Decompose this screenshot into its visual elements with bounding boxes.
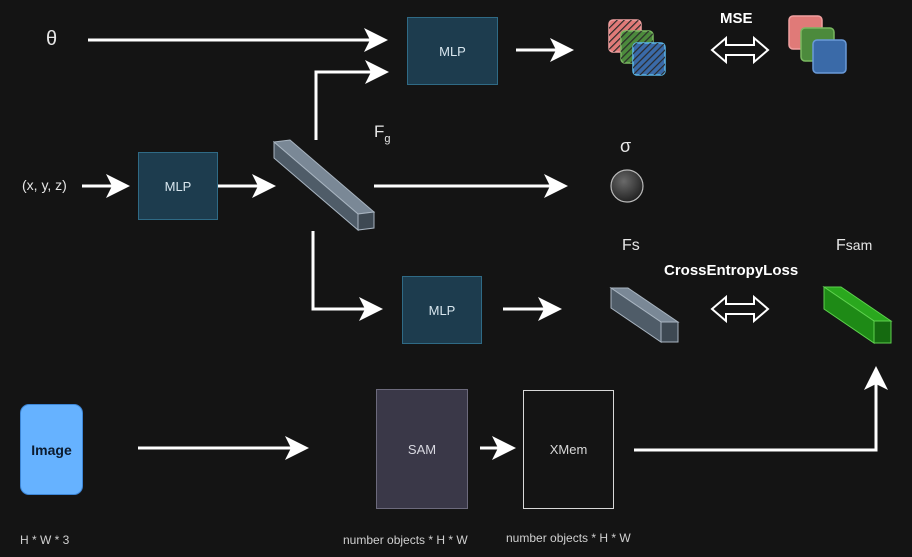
- image-input-box: Image: [20, 404, 83, 495]
- rgb-stack-hatched-icon: [608, 19, 666, 76]
- mlp-mid-box: MLP: [138, 152, 218, 220]
- rgb-stack-solid-icon: [788, 15, 847, 74]
- xmem-shape-caption: number objects * H * W: [506, 531, 631, 545]
- fsam-label: Fsam: [836, 237, 873, 254]
- mlp-bottom-box: MLP: [402, 276, 482, 344]
- ce-double-arrow-icon: [710, 294, 770, 324]
- fs-feature-cuboid-icon: [609, 287, 680, 343]
- arrow-fg-to-mlp-bottom: [311, 231, 383, 321]
- fg-feature-cuboid-icon: [272, 139, 376, 232]
- arrow-fg-to-mlp-top: [314, 60, 389, 140]
- fg-label: Fg: [374, 122, 391, 145]
- mlp-top-box: MLP: [407, 17, 498, 85]
- fsam-feature-cuboid-icon: [822, 286, 893, 344]
- sam-box: SAM: [376, 389, 468, 509]
- mse-double-arrow-icon: [710, 35, 770, 65]
- arrow-xmem-to-fsam: [634, 366, 888, 452]
- theta-label: θ: [46, 28, 58, 50]
- xyz-label: (x, y, z): [22, 177, 67, 193]
- fs-label: Fs: [622, 237, 640, 254]
- sam-shape-caption: number objects * H * W: [343, 533, 468, 547]
- xmem-box: XMem: [523, 390, 614, 509]
- mse-loss-label: MSE: [720, 10, 753, 27]
- image-shape-caption: H * W * 3: [20, 533, 70, 547]
- cross-entropy-loss-label: CrossEntropyLoss: [664, 262, 799, 279]
- density-sphere-icon: [610, 169, 644, 203]
- sigma-label: σ: [620, 136, 632, 156]
